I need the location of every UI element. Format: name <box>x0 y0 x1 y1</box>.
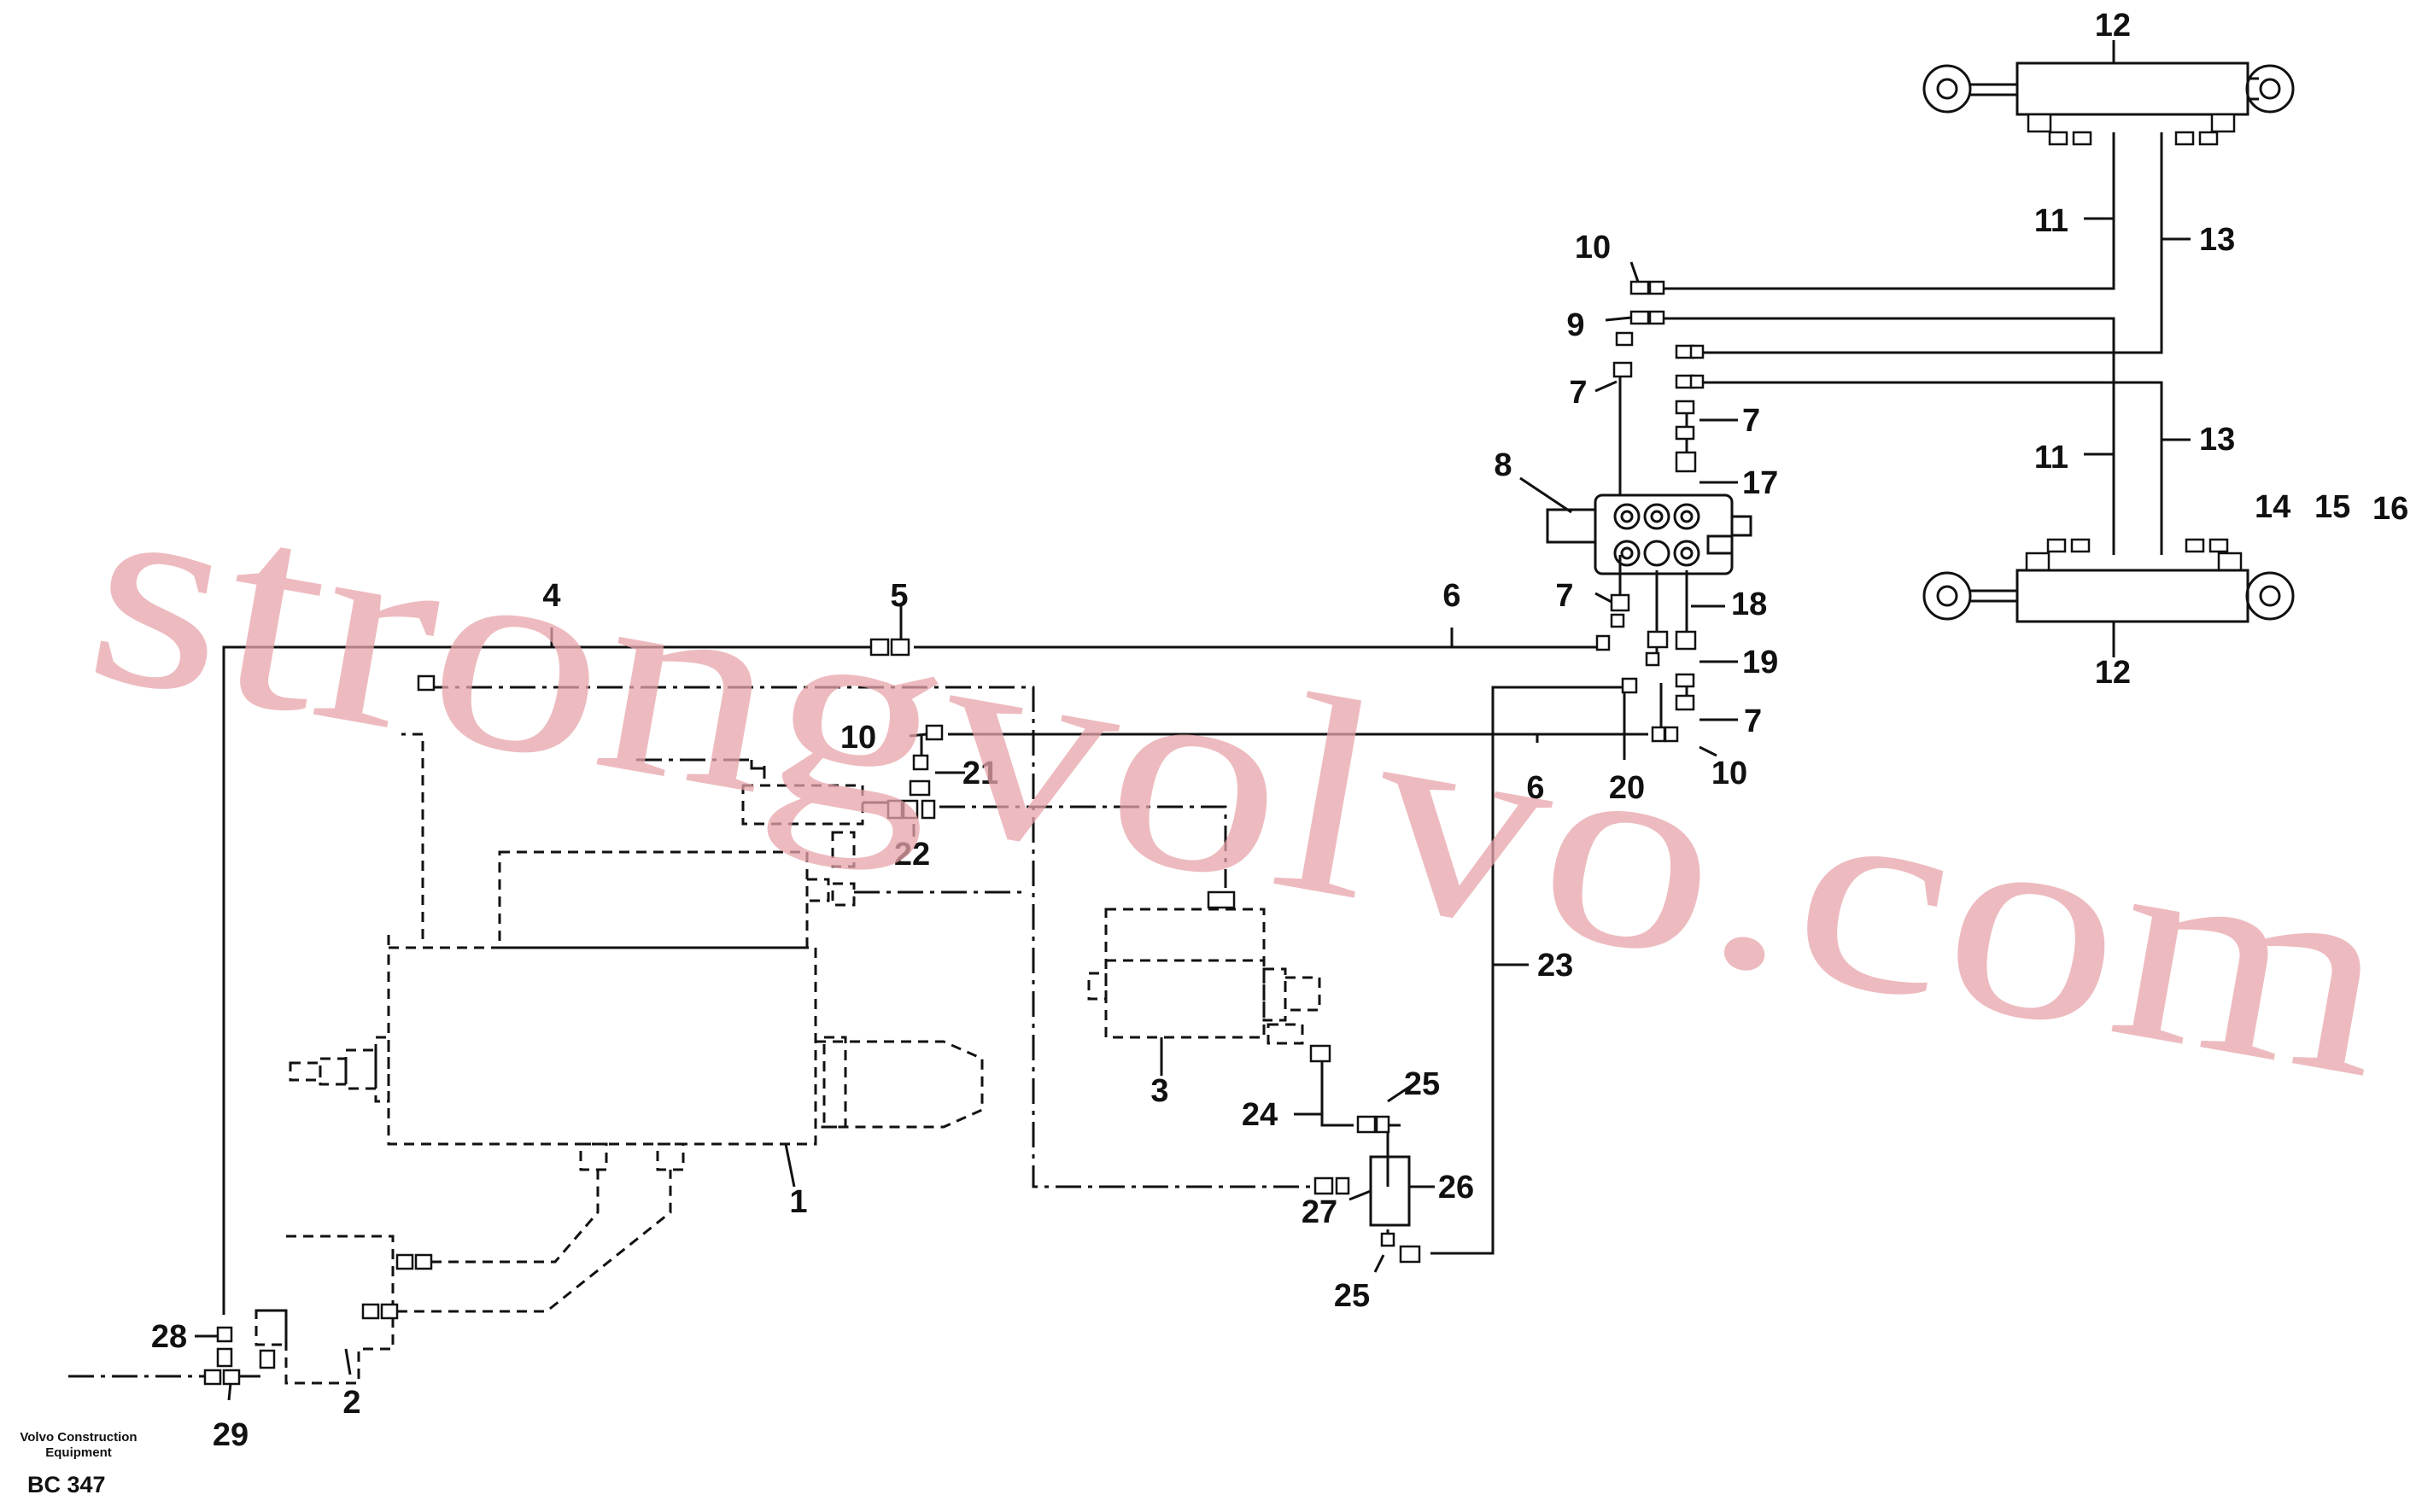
label-28: 28 <box>151 1319 187 1355</box>
valve-fittings <box>869 280 1705 820</box>
label-10-top: 10 <box>1575 230 1611 266</box>
label-27: 27 <box>1302 1194 1337 1230</box>
watermark: strongvolvo.com <box>70 427 2412 1137</box>
main-pump <box>289 733 984 1171</box>
lower-hydraulic-cylinder <box>1922 538 2295 623</box>
label-3: 3 <box>1150 1073 1168 1109</box>
leader-lines <box>195 40 2191 1401</box>
part-labels: 12 11 13 10 9 7 7 13 11 8 17 14 15 16 4 … <box>151 8 2408 1453</box>
label-9: 9 <box>1566 307 1584 343</box>
label-12-top: 12 <box>2095 8 2131 44</box>
label-1: 1 <box>789 1184 807 1220</box>
tank-block <box>68 1170 672 1386</box>
label-4: 4 <box>542 578 560 614</box>
label-7-left-top: 7 <box>1569 375 1587 411</box>
label-20: 20 <box>1609 770 1645 806</box>
label-16: 16 <box>2372 491 2408 527</box>
label-24: 24 <box>1242 1097 1278 1133</box>
label-23: 23 <box>1537 948 1573 984</box>
control-valve <box>1546 493 1752 575</box>
label-8: 8 <box>1494 447 1512 483</box>
label-10-mid: 10 <box>840 720 876 756</box>
label-26: 26 <box>1438 1170 1474 1206</box>
label-6-top: 6 <box>1442 578 1460 614</box>
label-18: 18 <box>1731 587 1767 622</box>
label-13-bottom: 13 <box>2199 422 2235 458</box>
label-2: 2 <box>342 1385 360 1421</box>
label-12-bottom: 12 <box>2095 655 2131 691</box>
upper-hydraulic-cylinder <box>1922 61 2295 146</box>
label-11-top: 11 <box>2034 203 2068 239</box>
company-name-line2: Equipment <box>45 1445 112 1460</box>
label-7-left-mid: 7 <box>1555 578 1573 614</box>
drawing-code: BC 347 <box>27 1472 106 1497</box>
label-25-bottom: 25 <box>1334 1278 1370 1314</box>
label-11-bottom: 11 <box>2034 440 2068 476</box>
label-13-top: 13 <box>2199 222 2235 258</box>
label-25-top: 25 <box>1404 1066 1440 1102</box>
label-5: 5 <box>890 578 908 614</box>
label-19: 19 <box>1742 645 1778 680</box>
label-21: 21 <box>962 756 998 791</box>
label-6-bottom: 6 <box>1526 770 1544 806</box>
label-22: 22 <box>894 837 930 873</box>
label-29: 29 <box>213 1417 249 1453</box>
label-14: 14 <box>2255 489 2290 525</box>
footer: Volvo Construction Equipment BC 347 <box>20 1430 137 1497</box>
label-10-bottom: 10 <box>1711 756 1747 791</box>
label-15: 15 <box>2314 489 2350 525</box>
company-name-line1: Volvo Construction <box>20 1430 137 1445</box>
auxiliary-pump <box>1087 890 1331 1063</box>
label-17: 17 <box>1742 465 1778 501</box>
pilot-assembly <box>417 674 1350 1195</box>
label-7-right-bottom: 7 <box>1744 703 1762 739</box>
label-7-right-top: 7 <box>1742 403 1760 439</box>
